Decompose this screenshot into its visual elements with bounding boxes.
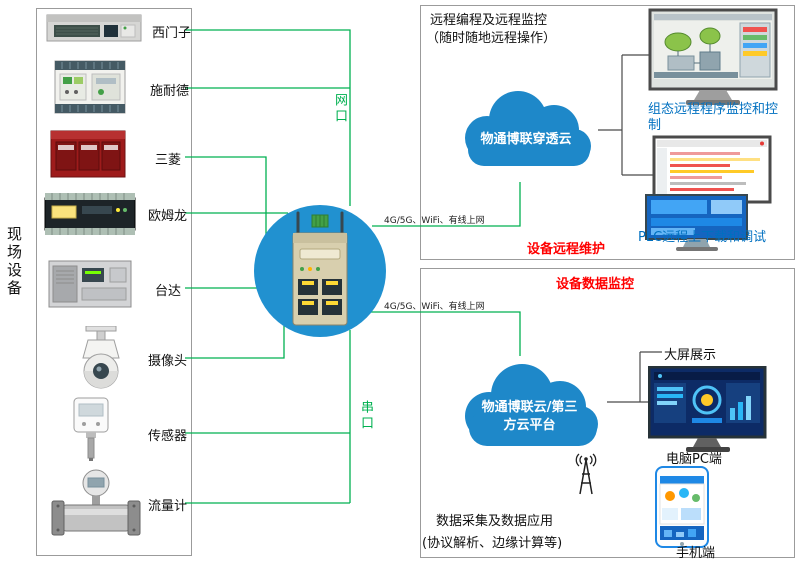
pc-monitor-image [648,366,767,452]
phone-caption: 手机端 [676,546,716,561]
remote-maintenance-label: 设备远程维护 [527,242,606,257]
code-monitor-image [652,135,772,216]
device-label-schneider: 施耐德 [150,84,190,99]
platform-cloud-label-1: 物通博联云/第三 [481,400,578,415]
device-label-delta: 台达 [155,284,182,299]
data-link-label: 4G/5G、WiFi、有线上网 [384,302,485,312]
platform-cloud-label-2: 方云平台 [503,418,556,433]
lan-port-label: 网口 [332,93,347,125]
delta-plc-image [48,260,132,308]
data-footer-line2: (协议解析、边缘计算等) [422,536,563,551]
device-label-camera: 摄像头 [148,354,188,369]
device-label-mitsubishi: 三菱 [155,153,182,168]
plc-monitor-image [645,194,748,251]
device-label-siemens: 西门子 [152,26,192,41]
remote-link-label: 4G/5G、WiFi、有线上网 [384,216,485,226]
data-monitoring-title: 设备数据监控 [556,277,635,292]
scada-monitor-image [648,8,778,105]
gateway-router-image [292,211,348,326]
device-label-sensor: 传感器 [148,429,188,444]
siemens-plc-image [46,14,142,42]
antenna-icon [575,453,597,495]
sensor-image [73,397,109,461]
field-devices-side-label: 现场设备 [5,226,23,298]
penetration-cloud: 物通博联穿透云 [452,80,600,180]
pc-caption: 电脑PC端 [666,452,722,467]
big-screen-caption: 大屏展示 [664,348,717,363]
schneider-plc-image [54,60,126,114]
phone-image [655,466,709,548]
remote-panel-subtitle: （随时随地远程操作） [426,31,557,46]
mitsubishi-plc-image [50,130,126,178]
plc-caption: PLC远程上下载和调试 [638,230,767,245]
omron-plc-image [44,193,136,235]
platform-cloud: 物通博联云/第三 方云平台 [452,352,607,462]
device-label-omron: 欧姆龙 [148,209,188,224]
device-label-flow-meter: 流量计 [148,499,188,514]
serial-port-label: 串口 [358,400,373,432]
scada-caption: 组态远程程序监控和控制 [648,102,779,134]
data-footer-line1: 数据采集及数据应用 [436,514,554,529]
camera-image [82,326,120,389]
flow-meter-image [51,469,141,536]
remote-panel-title: 远程编程及远程监控 [430,13,548,28]
penetration-cloud-label: 物通博联穿透云 [480,132,572,147]
